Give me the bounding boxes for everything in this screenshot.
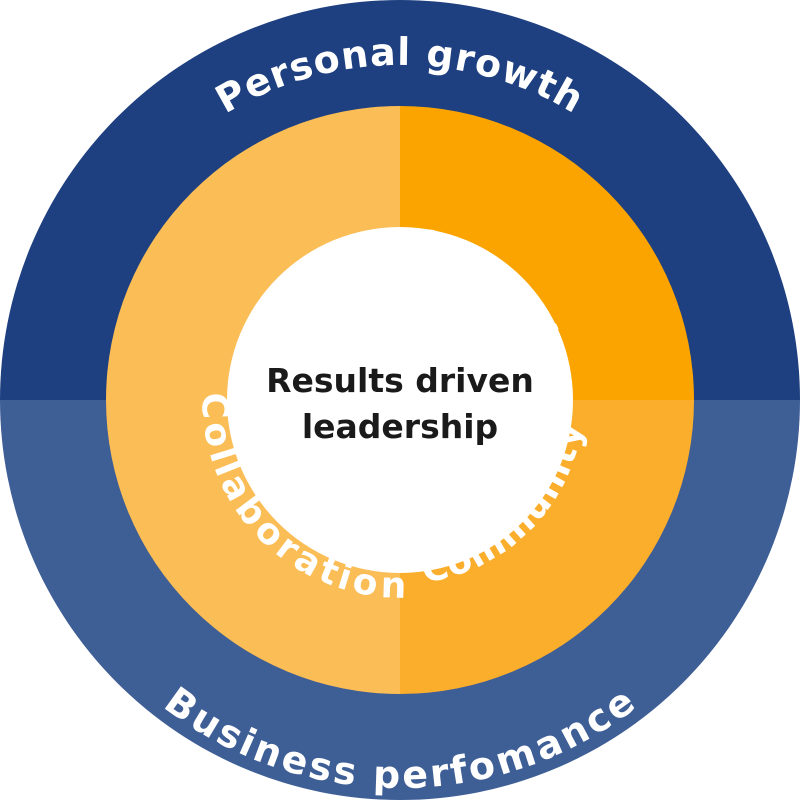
center-title-line2: leadership xyxy=(302,407,498,446)
center-title-line1: Results driven xyxy=(266,361,534,400)
center-circle xyxy=(227,227,573,573)
